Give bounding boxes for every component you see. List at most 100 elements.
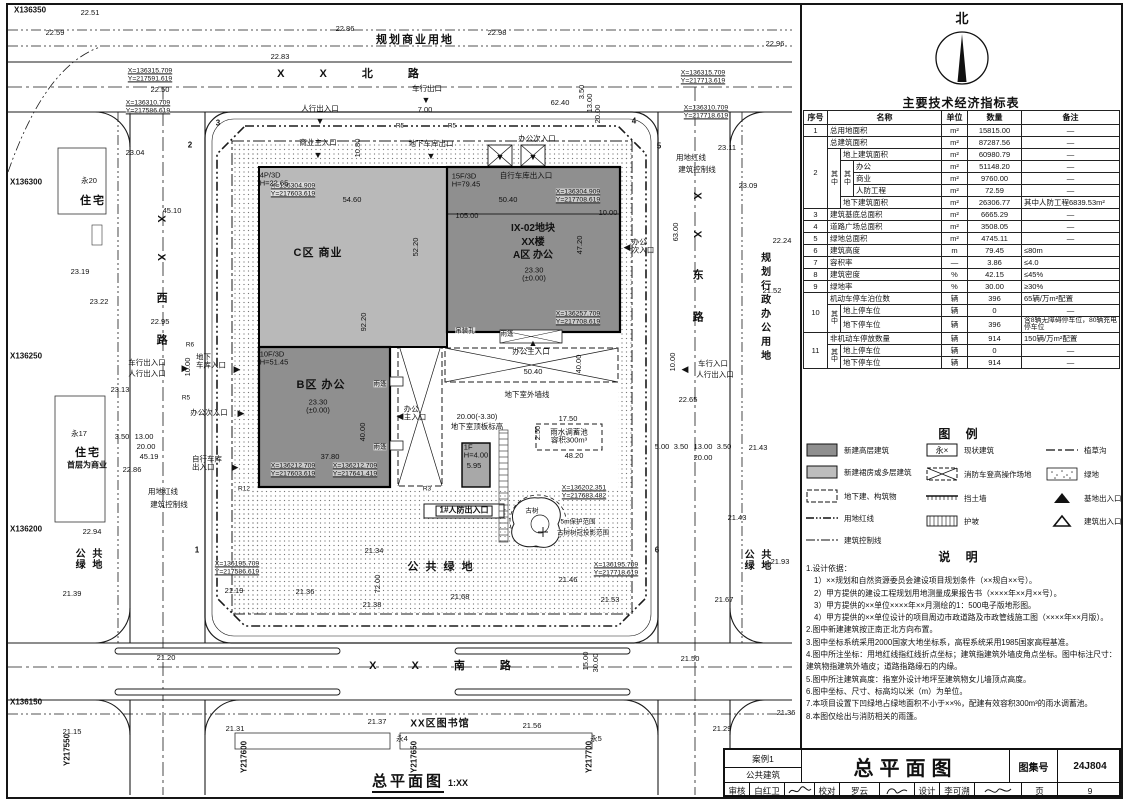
plan-caption: 总平面图 1:XX: [330, 770, 510, 793]
table-cell: —: [1021, 220, 1120, 233]
plan-label: 永4: [396, 733, 408, 743]
legend-label: 地下建、构筑物: [844, 492, 897, 501]
plan-label: 5m保护范围: [560, 518, 596, 526]
proof-label: 校对: [815, 783, 840, 799]
legend-label: 新建高层建筑: [844, 446, 889, 455]
entrance-arrow-icon: ▶: [181, 362, 189, 373]
dimension: 45.10: [162, 205, 182, 215]
table-cell: ≤80m: [1021, 244, 1120, 257]
entrance-label: 办公 主入口: [403, 404, 427, 422]
dimension: 13.00: [134, 431, 154, 441]
plan-label: 地下室顶板标高: [450, 421, 504, 431]
note-line: 6.图中坐标、尺寸、标高均以米（m）为单位。: [806, 686, 968, 696]
grid-label: X136250: [9, 351, 43, 361]
table-header: 单位: [941, 110, 968, 125]
vertex-number: 4: [631, 116, 637, 126]
spot-elevation: 22.83: [270, 51, 290, 61]
table-cell: ≥30%: [1021, 280, 1120, 293]
table-cell: %: [941, 280, 968, 293]
dimension: 63.00: [670, 222, 680, 242]
table-cell: —: [941, 256, 968, 269]
entrance-label: 办公主入口: [512, 346, 550, 356]
spot-elevation: 23.19: [70, 266, 90, 276]
entrance-arrow-icon: ▶: [237, 407, 245, 418]
vertex-number: 6: [654, 545, 660, 555]
table-cell: —: [1021, 160, 1120, 173]
legend-item: 地下建、构筑物: [806, 489, 897, 508]
entrance-label: 地下 车库入口: [196, 352, 226, 370]
entrance-label: 办公次入口: [190, 407, 228, 417]
proofer-signature: [880, 783, 915, 799]
table-cell: 60980.79: [967, 148, 1022, 161]
table-cell: 办公: [853, 160, 942, 173]
legend-item: 绿地: [1046, 467, 1099, 486]
coordinate-callout: X=136310.709 Y=217586.619: [125, 99, 171, 115]
table-cell: 3.86: [967, 256, 1022, 269]
legend-item: 挡土墙: [926, 491, 987, 510]
table-cell: 地上建筑面积: [840, 148, 942, 161]
coordinate-callout: X=136195.709 Y=217718.619: [593, 561, 639, 577]
legend-item: 植草沟: [1046, 443, 1107, 462]
table-cell: 1: [803, 124, 828, 137]
reviewer-signature: [785, 783, 815, 799]
dimension: 20.00: [592, 104, 602, 124]
area-label: 公 共 绿 地: [744, 549, 774, 572]
plan-label: 用地红线: [148, 486, 178, 496]
plan-label: 首层为商业: [67, 460, 107, 470]
table-cell: —: [1021, 172, 1120, 185]
plan-label: 吊装孔: [455, 327, 475, 335]
note-line: 4.图中所注坐标：用地红线指红线折点坐标；建筑指建筑外墙皮角点坐标。图中标注尺寸…: [806, 650, 1117, 672]
ancient-tree-label: 古树: [525, 507, 539, 515]
grid-label: X136150: [9, 697, 43, 707]
retainwall-swatch-icon: [926, 495, 958, 500]
plan-label: 建筑控制线: [678, 164, 716, 174]
plan-label: R3: [422, 485, 432, 493]
table-cell: —: [1021, 124, 1120, 137]
area-label: 公 共 绿 地: [75, 548, 105, 571]
table-cell: 其中: [827, 148, 841, 209]
dimension: 17.50: [558, 413, 578, 423]
legend-label: 护坡: [964, 517, 979, 526]
table-cell: 6: [803, 244, 828, 257]
plan-label: R5: [395, 122, 405, 130]
north-arrow: 北: [928, 8, 996, 94]
table-cell: 辆: [941, 292, 968, 305]
building-1f-annex: [461, 442, 491, 488]
panel-divider: [800, 3, 802, 797]
spot-elevation: 21.36: [776, 707, 796, 717]
redline-swatch-icon: [806, 517, 838, 519]
site-entry-swatch-icon: [1054, 493, 1070, 503]
plan-scale: 1:XX: [448, 778, 469, 788]
dimension: 2.50: [532, 425, 542, 441]
dimension: 45.19: [139, 451, 159, 461]
table-cell: 914: [967, 355, 1022, 369]
table-cell: 辆: [941, 331, 968, 345]
plan-label: 雨篷: [373, 380, 387, 388]
highrise-swatch-icon: [806, 443, 838, 457]
table-cell: 总建筑面积: [827, 136, 942, 149]
existing-swatch-icon: 永×: [926, 443, 958, 457]
table-cell: 30.00: [967, 280, 1022, 293]
note-line: 8.本图仅绘出与消防相关的雨篷。: [806, 711, 922, 721]
dimension: 30.00: [590, 653, 600, 673]
note-line: 4）甲方提供的××单位设计的项目周边市政道路及市政管线施工图（××××年××月版…: [814, 613, 1109, 623]
entrance-label: 地下车库出口: [408, 138, 454, 148]
spot-elevation: 21.50: [680, 653, 700, 663]
entrance-arrow-icon: ◀: [623, 241, 631, 252]
civil-defense-entrance-label: 1#人防出入口: [435, 505, 493, 517]
plan-title: 总平面图: [371, 773, 444, 793]
podium-swatch-icon: [806, 465, 838, 479]
grid-label: Y217550: [62, 733, 72, 767]
spot-elevation: 21.39: [62, 588, 82, 598]
plan-label: 用地红线: [676, 152, 706, 162]
spot-elevation: 21.34: [364, 545, 384, 555]
spot-elevation: 22.51: [80, 7, 100, 17]
table-cell: 道路广场总面积: [827, 220, 942, 233]
